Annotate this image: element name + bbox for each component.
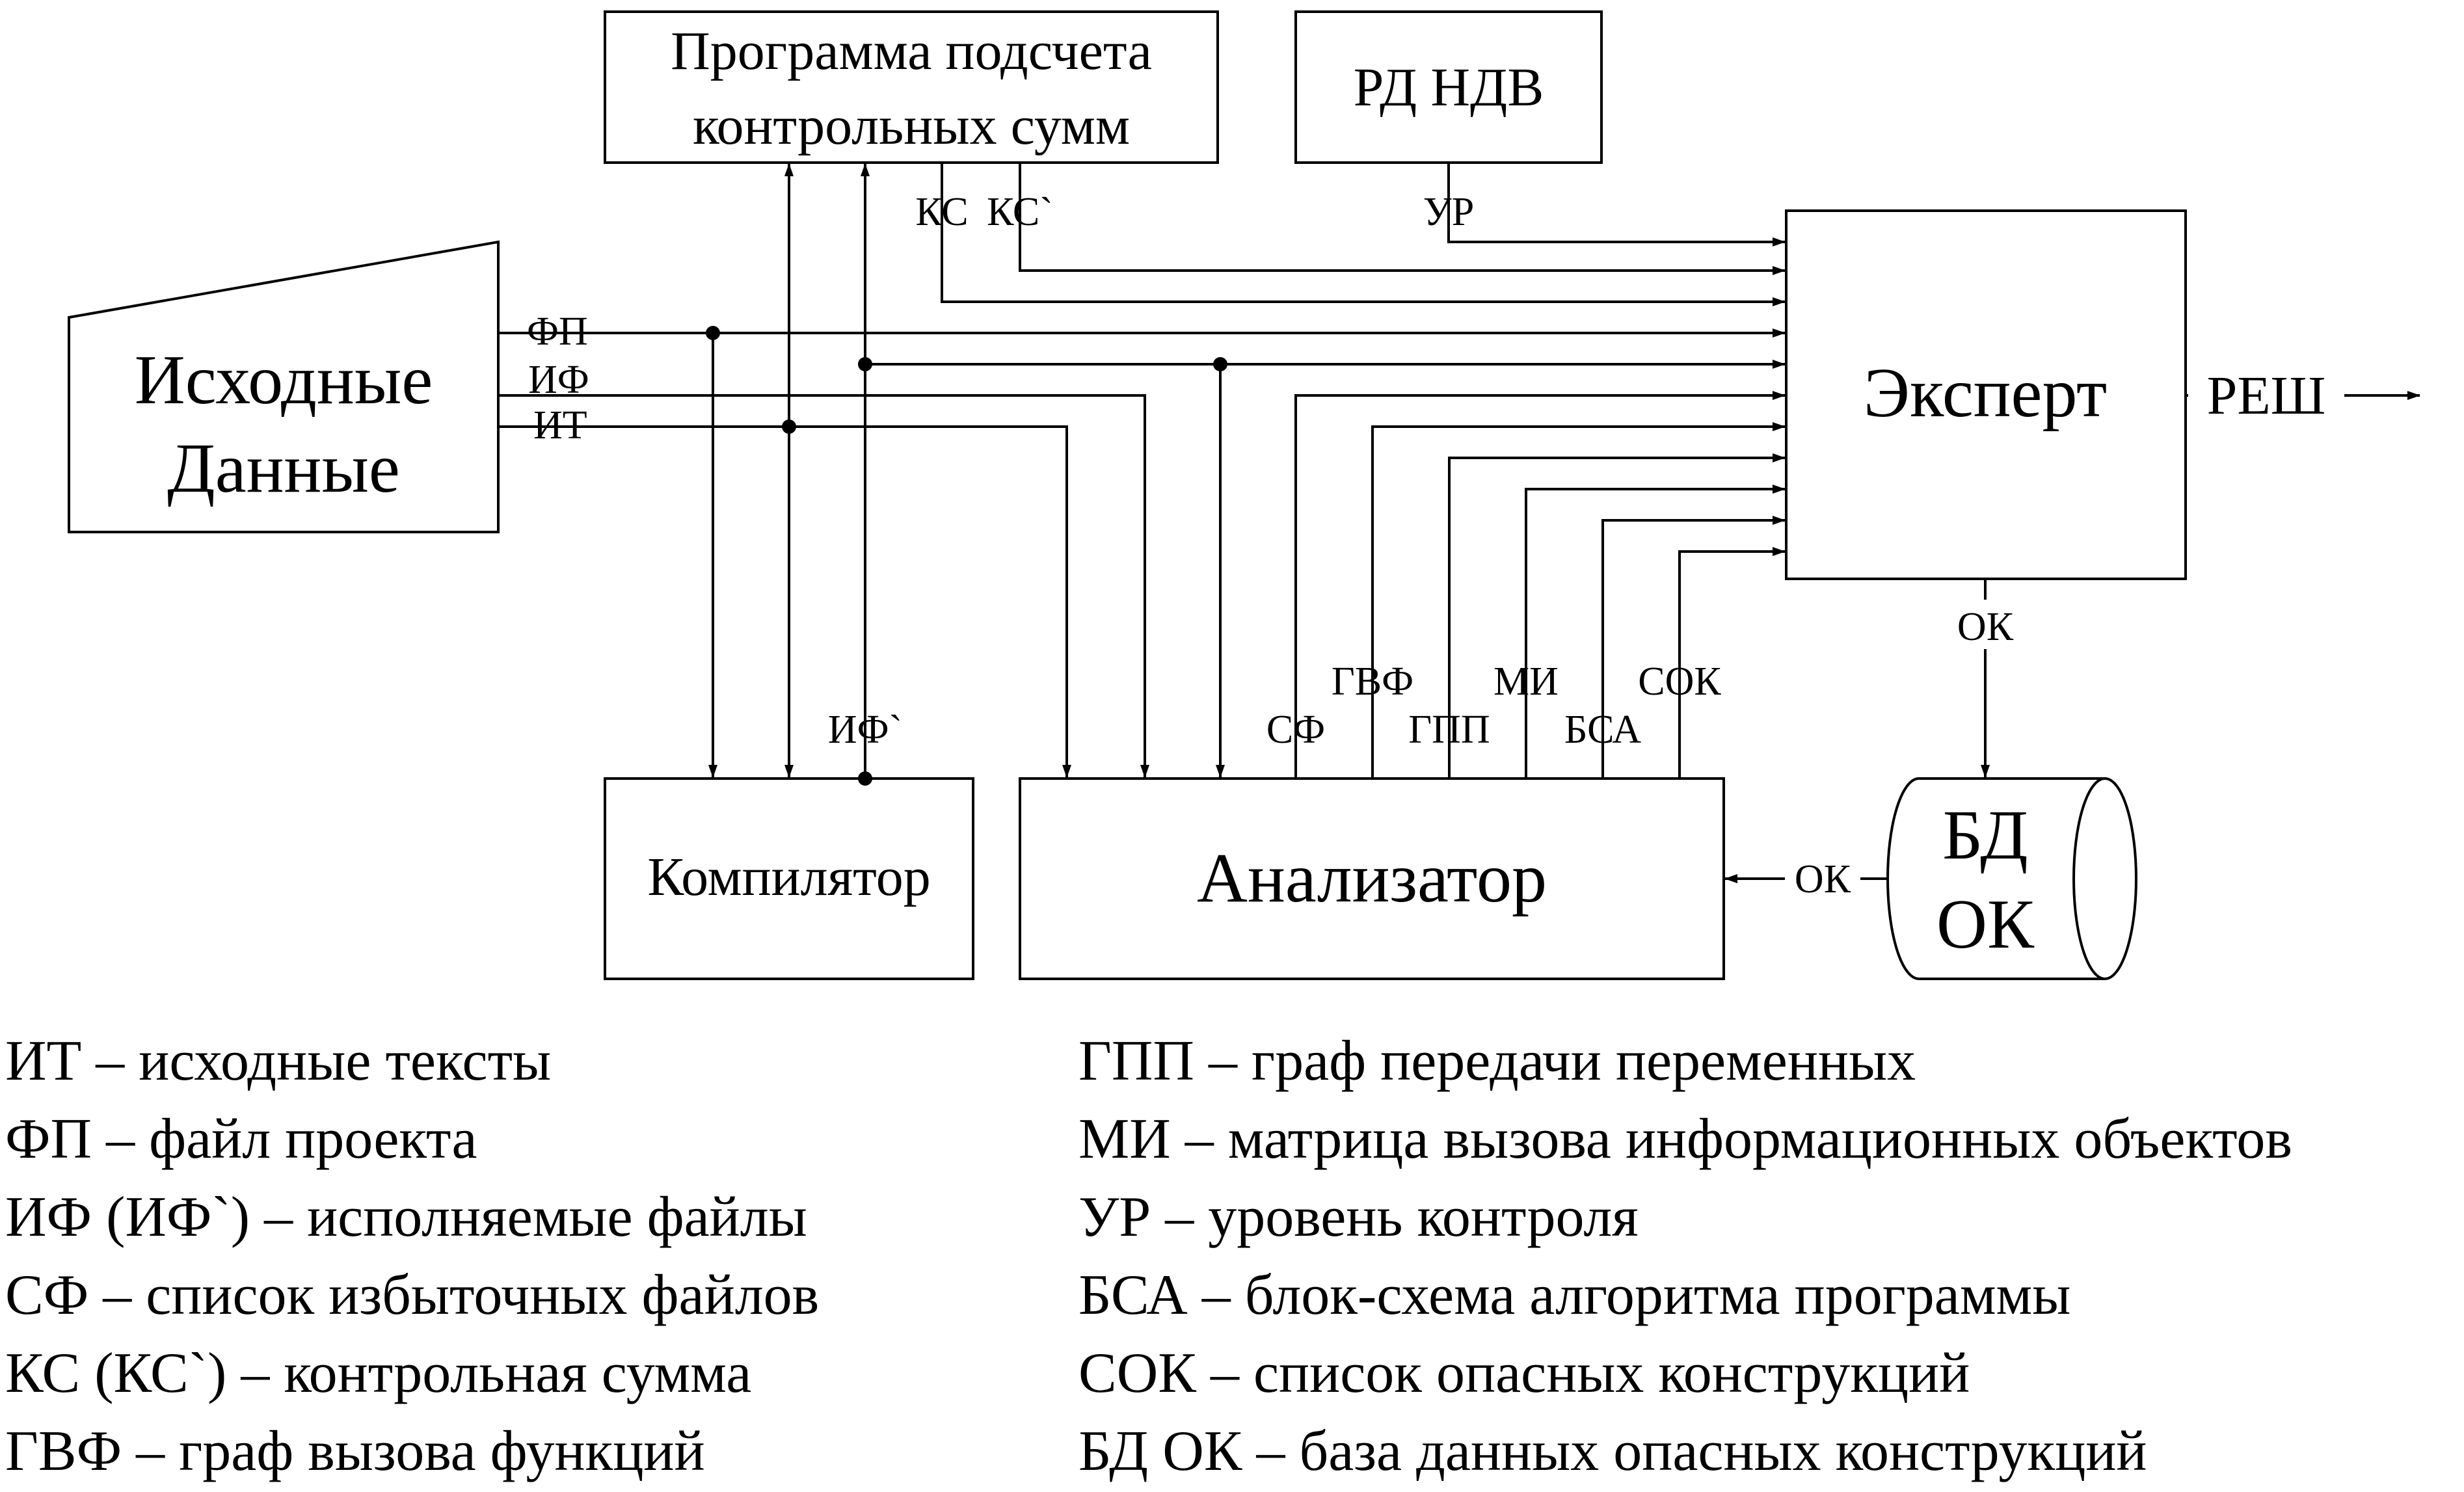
gpp-label: ГПП — [1408, 708, 1490, 752]
legend-item: МИ – матрица вызова информационных объек… — [1078, 1108, 2292, 1171]
fp-junction — [706, 326, 720, 340]
sf-connector — [1294, 391, 1786, 779]
bsa-label: БСА — [1564, 708, 1641, 752]
sf-label: СФ — [1266, 708, 1325, 752]
checksum-program-label-line1: Программа подсчета — [671, 21, 1152, 81]
gvf-label: ГВФ — [1332, 659, 1413, 704]
ks-label: КС — [915, 190, 968, 234]
legend-right: ГПП – граф передачи переменных МИ – матр… — [1078, 1030, 2292, 1483]
legend-item: ГВФ – граф вызова функций — [5, 1420, 705, 1483]
mi-connector — [1525, 485, 1786, 779]
ur-connector — [1447, 163, 1786, 246]
legend-item: ИФ (ИФ`) – исполняемые файлы — [5, 1186, 807, 1249]
legend-item: СОК – список опасных конструкций — [1078, 1342, 1970, 1405]
source-data-block — [68, 240, 500, 533]
legend-item: БСА – блок-схема алгоритма программы — [1078, 1264, 2070, 1327]
rd-ndv-block — [1294, 10, 1603, 164]
db-ok-label-line2: ОК — [1936, 886, 2035, 963]
legend-item: УР – уровень контроля — [1078, 1186, 1639, 1249]
legend-item: ИТ – исходные тексты — [5, 1030, 551, 1093]
it-label: ИТ — [533, 403, 587, 447]
ks-connector — [941, 163, 1786, 306]
rd-ndv-label: РД НДВ — [1354, 57, 1544, 118]
if-bus-junction — [1213, 357, 1227, 371]
fp-label: ФП — [527, 310, 588, 354]
ks-prime-label: КС` — [987, 190, 1053, 234]
resh-label: РЕШ — [2207, 366, 2326, 426]
legend-left: ИТ – исходные тексты ФП – файл проекта И… — [5, 1030, 819, 1483]
bsa-connector — [1601, 516, 1786, 779]
ok-label-top: ОК — [1957, 605, 2014, 649]
ks-prime-connector — [1019, 163, 1786, 275]
compiler-label: Компилятор — [647, 847, 930, 907]
sok-label: СОК — [1638, 659, 1721, 704]
ok-label-bottom: ОК — [1795, 857, 1851, 901]
if-prime-label: ИФ` — [828, 708, 902, 752]
source-data-label-line1: Исходные — [135, 341, 433, 419]
mi-label: МИ — [1493, 659, 1559, 704]
source-data-label-line2: Данные — [167, 430, 400, 507]
if-label: ИФ — [528, 358, 589, 402]
db-ok-label-line1: БД — [1942, 797, 2028, 874]
analyzer-label: Анализатор — [1197, 840, 1547, 917]
checksum-program-block — [604, 10, 1219, 164]
ur-label: УР — [1423, 190, 1474, 234]
legend-item: ГПП – граф передачи переменных — [1078, 1030, 1916, 1093]
if-connector — [498, 394, 1149, 778]
analyzer-block — [1019, 777, 1725, 980]
gpp-connector — [1448, 453, 1786, 779]
sok-connector — [1678, 547, 1786, 779]
it-junction — [782, 420, 796, 434]
compiler-block — [604, 777, 974, 980]
expert-label: Эксперт — [1864, 354, 2108, 432]
legend-item: СФ – список избыточных файлов — [5, 1264, 819, 1327]
expert-block — [1785, 209, 2187, 580]
checksum-program-label-line2: контрольных сумм — [693, 96, 1130, 156]
legend-item: КС (КС`) – контрольная сумма — [5, 1342, 751, 1405]
db-ok-block — [1886, 777, 2137, 980]
if-prime-junction — [858, 771, 872, 786]
it-connector — [498, 425, 1071, 778]
gvf-connector — [1371, 422, 1786, 779]
legend-item: БД ОК – база данных опасных конструкций — [1078, 1420, 2147, 1483]
legend-item: ФП – файл проекта — [5, 1108, 477, 1171]
